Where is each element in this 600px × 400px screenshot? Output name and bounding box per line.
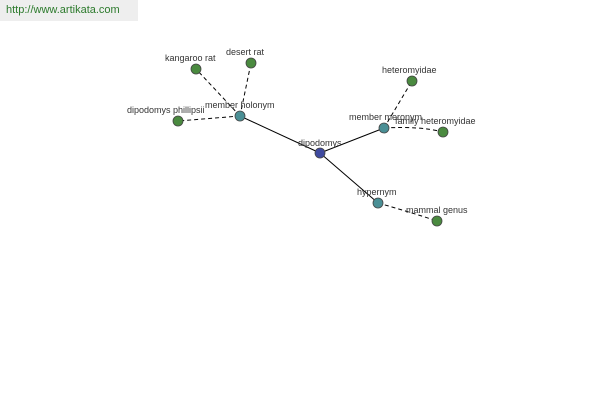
graph-labels: dipodomys member holonym member meronym … [127, 47, 476, 215]
label-member-meronym[interactable]: member meronym [349, 112, 422, 122]
edge-root-hypernym [319, 152, 379, 204]
edge-holonym-dipodomys-phillipsii [177, 115, 241, 122]
label-hypernym[interactable]: hypernym [357, 187, 397, 197]
edge-meronym-heteromyidae [383, 80, 413, 129]
node-desert-rat[interactable] [245, 57, 257, 69]
node-member-meronym[interactable] [378, 122, 390, 134]
node-member-holonym[interactable] [234, 110, 246, 122]
label-dipodomys-phillipsii[interactable]: dipodomys phillipsii [127, 105, 205, 115]
label-kangaroo-rat[interactable]: kangaroo rat [165, 53, 216, 63]
label-mammal-genus[interactable]: mammal genus [406, 205, 468, 215]
node-dipodomys-phillipsii[interactable] [172, 115, 184, 127]
node-kangaroo-rat[interactable] [190, 63, 202, 75]
node-family-heteromyidae[interactable] [437, 126, 449, 138]
node-hypernym[interactable] [372, 197, 384, 209]
label-member-holonym[interactable]: member holonym [205, 100, 275, 110]
node-dipodomys[interactable] [314, 147, 326, 159]
site-url-link[interactable]: http://www.artikata.com [6, 4, 120, 16]
label-heteromyidae[interactable]: heteromyidae [382, 65, 437, 75]
label-family-heteromyidae[interactable]: family heteromyidae [395, 116, 476, 126]
edge-root-member-holonym [239, 115, 321, 154]
edge-holonym-kangaroo-rat [195, 68, 241, 117]
label-dipodomys[interactable]: dipodomys [298, 138, 342, 148]
graph-nodes [172, 57, 449, 227]
url-banner: http://www.artikata.com [0, 0, 138, 21]
node-heteromyidae[interactable] [406, 75, 418, 87]
label-desert-rat[interactable]: desert rat [226, 47, 265, 57]
edge-holonym-desert-rat [239, 62, 252, 117]
edge-meronym-family-heteromyidae [383, 127, 444, 133]
node-mammal-genus[interactable] [431, 215, 443, 227]
edge-root-member-meronym [319, 127, 385, 154]
